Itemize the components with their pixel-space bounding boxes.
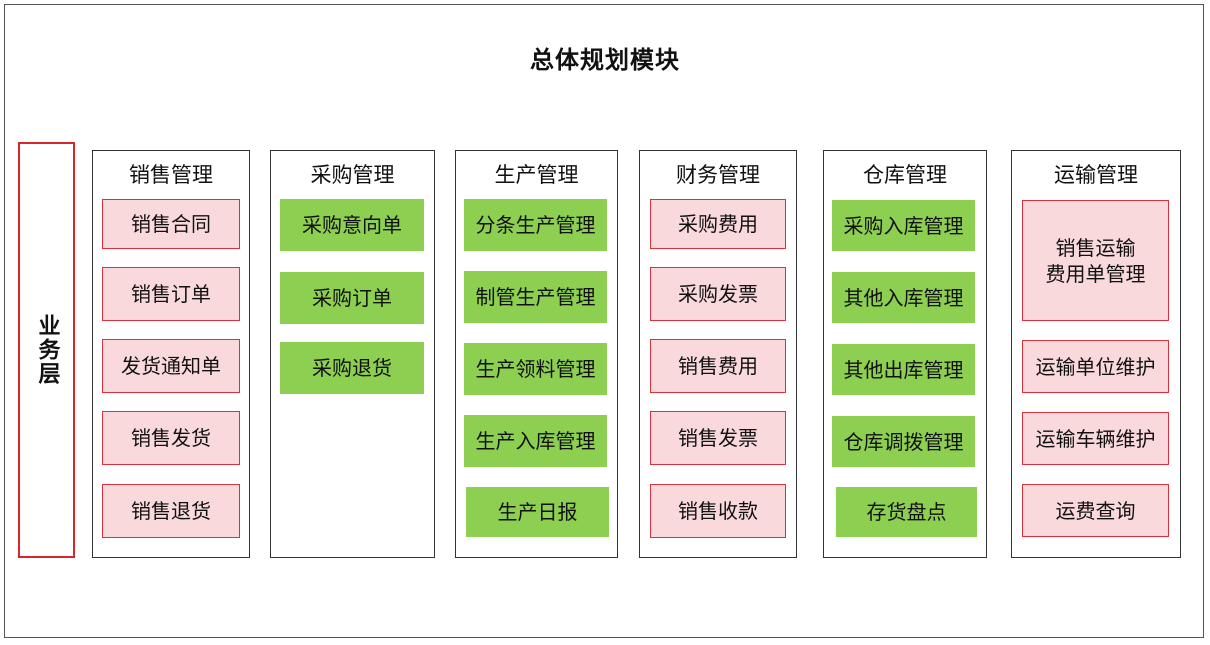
module-finance: 财务管理 采购费用 采购发票 销售费用 销售发票 销售收款: [639, 150, 797, 558]
module-item: 生产入库管理: [464, 415, 607, 467]
module-transport: 运输管理 销售运输 费用单管理 运输单位维护 运输车辆维护 运费查询: [1011, 150, 1181, 558]
module-item: 分条生产管理: [464, 199, 607, 251]
module-item: 采购费用: [650, 199, 786, 249]
module-item: 仓库调拨管理: [832, 416, 975, 467]
module-item: 发货通知单: [102, 339, 240, 393]
module-item: 运费查询: [1022, 484, 1169, 537]
module-item: 销售合同: [102, 199, 240, 249]
module-item: 销售收款: [650, 484, 786, 538]
module-item: 采购入库管理: [832, 200, 975, 251]
module-title: 销售管理: [129, 163, 213, 187]
module-item: 生产领料管理: [464, 343, 607, 395]
module-title: 生产管理: [494, 163, 579, 187]
module-item: 销售运输 费用单管理: [1022, 200, 1169, 321]
module-title: 运输管理: [1054, 163, 1138, 187]
module-item: 销售发货: [102, 411, 240, 465]
module-title: 仓库管理: [863, 163, 947, 187]
module-warehouse: 仓库管理 采购入库管理 其他入库管理 其他出库管理 仓库调拨管理 存货盘点: [823, 150, 987, 558]
module-item: 生产日报: [466, 487, 609, 537]
module-sales: 销售管理 销售合同 销售订单 发货通知单 销售发货 销售退货: [92, 150, 250, 558]
module-item: 运输车辆维护: [1022, 412, 1169, 465]
module-item: 其他入库管理: [832, 272, 975, 323]
module-item: 销售发票: [650, 411, 786, 465]
module-item: 销售退货: [102, 484, 240, 538]
module-purchase: 采购管理 采购意向单 采购订单 采购退货: [270, 150, 435, 558]
module-title: 财务管理: [676, 163, 760, 187]
module-item: 采购订单: [280, 272, 424, 324]
module-item: 采购退货: [280, 342, 424, 394]
business-layer-box: 业务层: [18, 142, 75, 558]
module-item: 销售订单: [102, 267, 240, 321]
module-item: 采购意向单: [280, 199, 424, 251]
module-title: 采购管理: [310, 163, 395, 187]
diagram-title: 总体规划模块: [530, 46, 680, 74]
diagram-frame: [4, 4, 1204, 638]
module-item: 销售费用: [650, 339, 786, 393]
module-item: 运输单位维护: [1022, 340, 1169, 393]
module-item: 存货盘点: [836, 487, 977, 537]
business-layer-label: 业务层: [34, 314, 60, 386]
module-item: 制管生产管理: [464, 271, 607, 323]
module-item: 其他出库管理: [832, 344, 975, 395]
module-item: 采购发票: [650, 267, 786, 321]
module-production: 生产管理 分条生产管理 制管生产管理 生产领料管理 生产入库管理 生产日报: [455, 150, 618, 558]
